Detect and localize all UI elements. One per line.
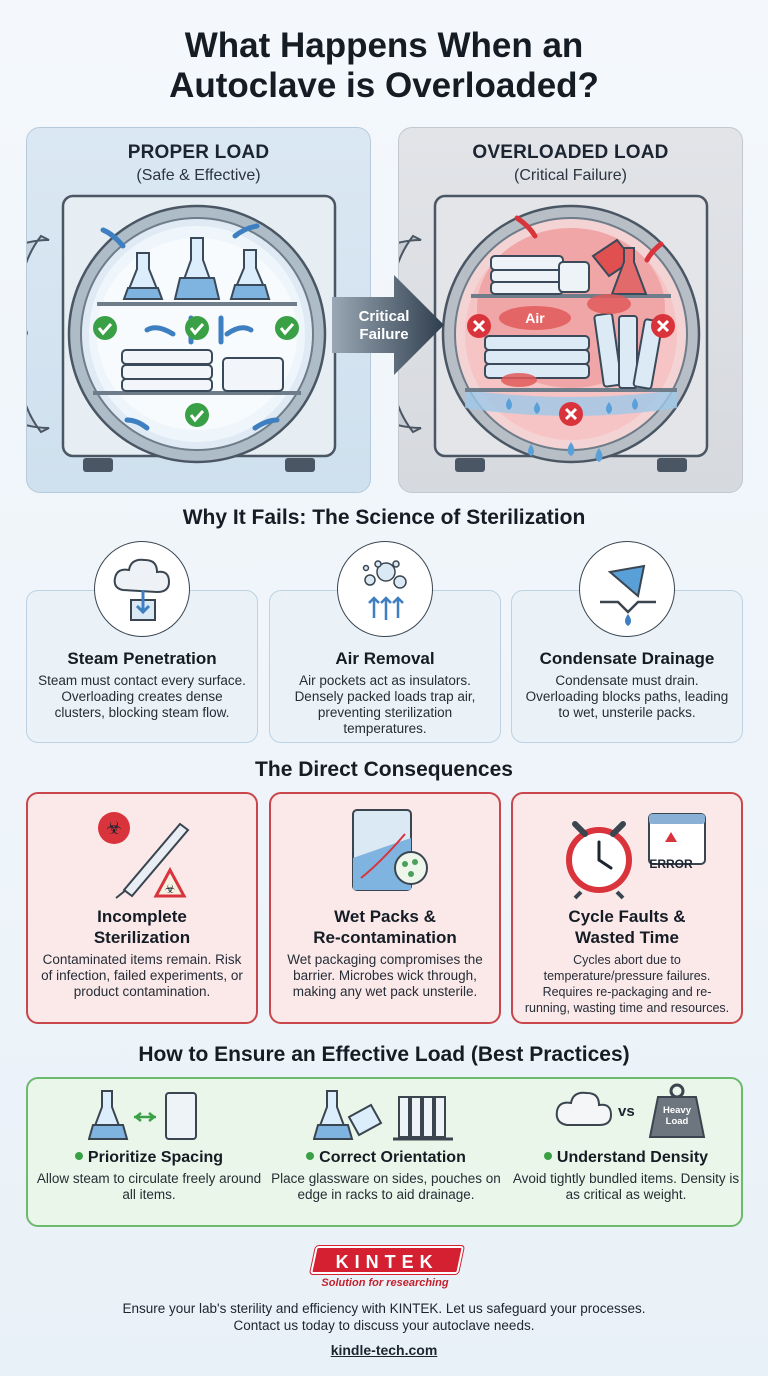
load-label: Load xyxy=(665,1116,689,1127)
weight-icon xyxy=(648,1083,706,1138)
cycle-faults-card: ERROR Cycle Faults & Wasted Time Cycles … xyxy=(511,792,743,1024)
alarm-clock-icon xyxy=(566,813,706,900)
air-bubbles-icon xyxy=(337,541,433,637)
water-drop-icon xyxy=(506,398,638,462)
steam-penetration-body: Steam must contact every surface. Overlo… xyxy=(38,673,246,720)
prioritize-spacing-title: Prioritize Spacing xyxy=(87,1149,224,1166)
overloaded-load-title: OVERLOADED LOAD xyxy=(472,142,669,163)
prioritize-spacing-body: Allow steam to circulate freely around a… xyxy=(36,1171,262,1202)
steam-cloud-icon xyxy=(94,541,190,637)
bullet-icon xyxy=(543,1151,552,1160)
steam-penetration-title: Steam Penetration xyxy=(67,649,217,668)
correct-orientation-body: Place glassware on sides, pouches on edg… xyxy=(271,1171,501,1202)
bullet-icon xyxy=(306,1151,315,1160)
bullet-icon xyxy=(74,1151,83,1160)
air-pocket-label: Air xyxy=(525,310,545,326)
proper-load-subtitle: (Safe & Effective) xyxy=(136,167,261,184)
kintek-logo: KINTEK xyxy=(310,1246,464,1274)
heavy-load-label: Heavy Load xyxy=(656,1105,698,1127)
critical-failure-label: Critical Failure xyxy=(340,308,428,344)
title-line-2: Autoclave is Overloaded? xyxy=(169,66,599,105)
svg-text:☣: ☣ xyxy=(106,818,122,839)
correct-orientation-title: Correct Orientation xyxy=(319,1149,466,1166)
overloaded-load-panel: Air OVERLOADED LOAD (Critical Failure) xyxy=(398,127,743,493)
wet-packs-card: Wet Packs & Re-contamination Wet packagi… xyxy=(269,792,501,1024)
footer-line-2: Contact us today to discuss your autocla… xyxy=(233,1318,535,1333)
logo-text: KINTEK xyxy=(335,1252,439,1272)
air-removal-body: Air pockets act as insulators. Densely p… xyxy=(294,673,476,736)
cycle-faults-title-line-1: Cycle Faults & xyxy=(568,907,686,926)
incomplete-sterilization-title-line-2: Sterilization xyxy=(93,928,191,947)
flask-icon xyxy=(122,237,271,300)
best-practices-panel: vs Heavy Load Prioritize Spacing Allow s… xyxy=(26,1077,743,1227)
consequences-heading: The Direct Consequences xyxy=(255,758,513,781)
vs-label: vs xyxy=(618,1103,635,1120)
prioritize-spacing-item: Prioritize Spacing Allow steam to circul… xyxy=(34,1149,264,1203)
spacing-icon xyxy=(88,1090,197,1140)
wet-packs-title-line-1: Wet Packs & xyxy=(334,907,436,926)
critical-failure-label-line-2: Failure xyxy=(359,326,409,343)
overloaded-load-subtitle: (Critical Failure) xyxy=(514,167,627,184)
page-title: What Happens When an Autoclave is Overlo… xyxy=(0,26,768,106)
overloaded-autoclave-illustration: Air xyxy=(399,194,709,472)
best-practices-heading: How to Ensure an Effective Load (Best Pr… xyxy=(138,1043,630,1066)
check-circle-icon xyxy=(93,316,299,427)
incomplete-sterilization-card: ☣ ☣ Incomplete Sterilization Contaminate… xyxy=(26,792,258,1024)
svg-text:☣: ☣ xyxy=(165,882,176,896)
science-heading: Why It Fails: The Science of Sterilizati… xyxy=(182,506,586,529)
proper-autoclave-illustration xyxy=(27,194,337,472)
footer-line-1: Ensure your lab's sterility and efficien… xyxy=(122,1301,646,1316)
error-label: ERROR xyxy=(649,857,693,871)
cycle-faults-title-line-2: Wasted Time xyxy=(575,928,679,947)
website-link[interactable]: kindle-tech.com xyxy=(330,1342,438,1358)
heavy-label: Heavy xyxy=(663,1105,691,1116)
proper-load-panel: PROPER LOAD (Safe & Effective) xyxy=(26,127,371,493)
condensate-drop-icon xyxy=(579,541,675,637)
incomplete-sterilization-title-line-1: Incomplete xyxy=(97,907,187,926)
wet-packs-title-line-2: Re-contamination xyxy=(313,928,457,947)
footer-message: Ensure your lab's sterility and efficien… xyxy=(0,1300,768,1334)
orientation-icon xyxy=(313,1090,453,1141)
understand-density-body: Avoid tightly bundled items. Density is … xyxy=(512,1171,740,1202)
title-line-1: What Happens When an xyxy=(184,26,584,65)
cloud-icon xyxy=(555,1091,613,1126)
wet-packs-body: Wet packaging compromises the barrier. M… xyxy=(287,952,483,999)
correct-orientation-item: Correct Orientation Place glassware on s… xyxy=(271,1149,501,1203)
incomplete-sterilization-body: Contaminated items remain. Risk of infec… xyxy=(41,952,243,999)
cycle-faults-body: Cycles abort due to temperature/pressure… xyxy=(524,953,730,1015)
condensate-drainage-title: Condensate Drainage xyxy=(539,649,715,668)
critical-failure-label-line-1: Critical xyxy=(358,308,410,325)
critical-failure-arrow-icon xyxy=(332,275,444,375)
understand-density-title: Understand Density xyxy=(556,1149,709,1166)
logo-tagline: Solution for researching xyxy=(321,1277,449,1289)
x-circle-icon xyxy=(467,314,675,426)
biohazard-icon: ☣ ☣ xyxy=(98,812,190,899)
wet-pack-icon xyxy=(352,809,428,891)
proper-load-title: PROPER LOAD xyxy=(127,142,270,163)
air-removal-title: Air Removal xyxy=(335,649,435,668)
condensate-drainage-body: Condensate must drain. Overloading block… xyxy=(525,673,729,720)
understand-density-item: Understand Density Avoid tightly bundled… xyxy=(511,1149,741,1203)
